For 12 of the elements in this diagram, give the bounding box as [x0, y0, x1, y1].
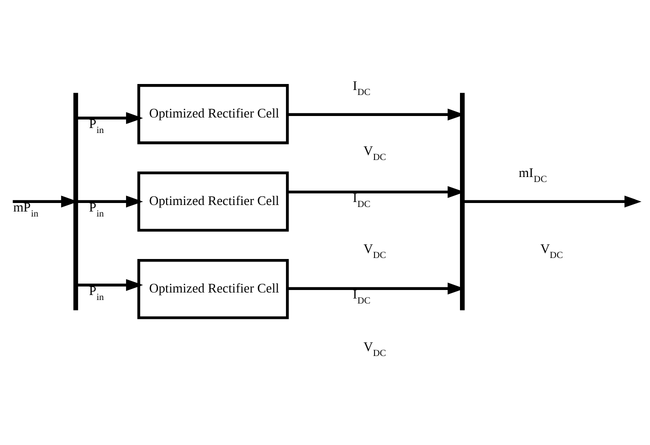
- label: V$_{DC}$: [540, 241, 563, 262]
- label: V$_{DC}$: [364, 143, 386, 164]
- edge-label: P$_{in}$: [89, 200, 104, 220]
- edge-label: I$_{DC}$: [352, 190, 370, 210]
- edge-label: I$_{DC}$: [352, 286, 370, 307]
- edge-label: mI$_{DC}$: [518, 164, 547, 185]
- label: V$_{DC}$: [364, 241, 386, 262]
- label: V$_{DC}$: [364, 338, 386, 359]
- edge-label: I$_{DC}$: [352, 78, 370, 98]
- edge-label: P$_{in}$: [89, 116, 104, 136]
- edge-label: mP$_{in}$: [13, 200, 38, 220]
- edge-label: P$_{in}$: [89, 283, 104, 304]
